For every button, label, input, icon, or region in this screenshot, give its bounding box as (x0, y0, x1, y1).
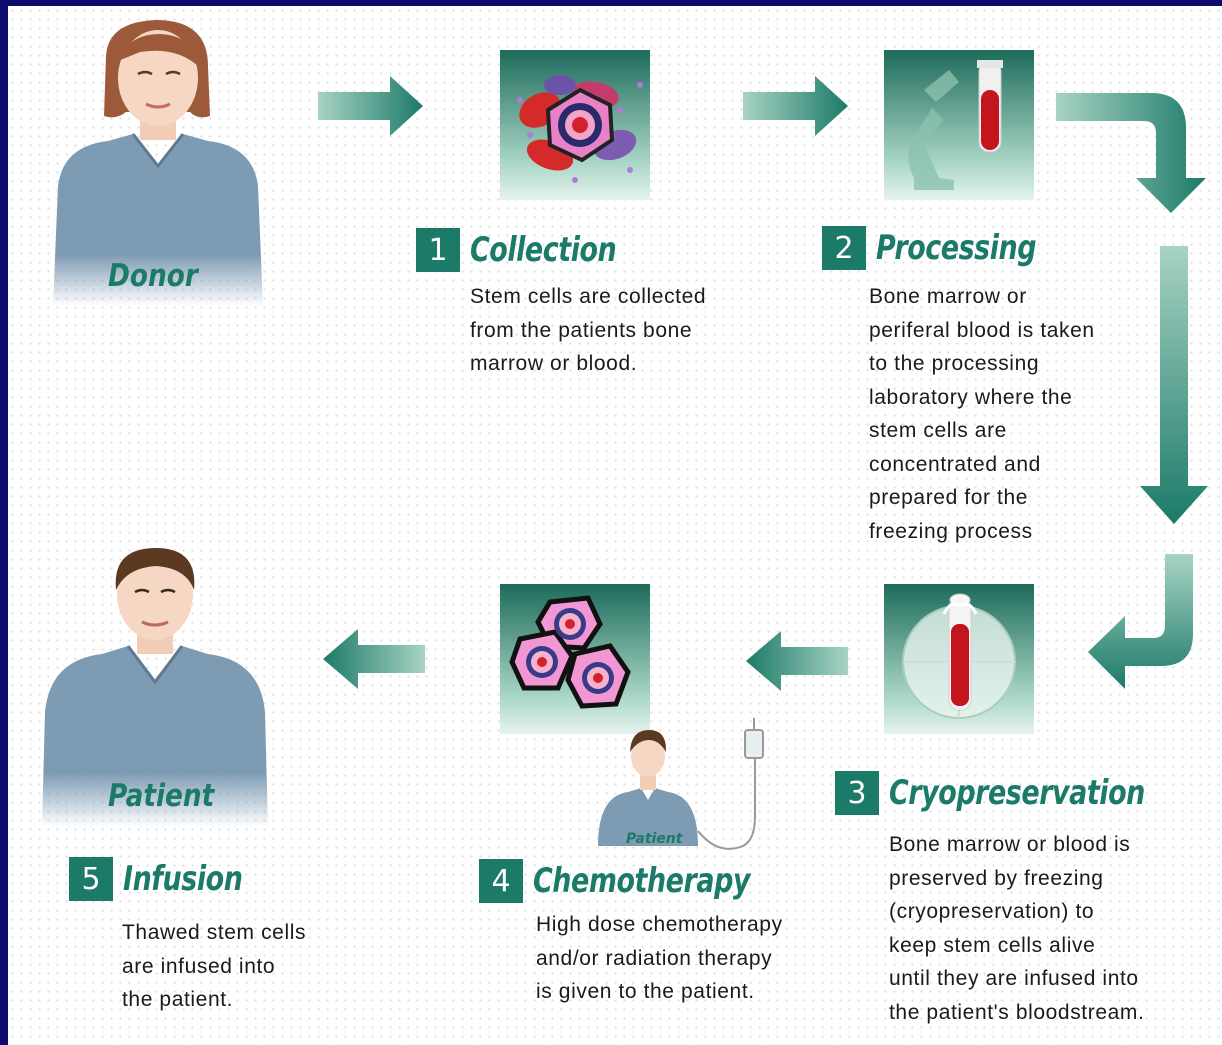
step-2-line: concentrated and (869, 448, 1095, 482)
step-4-line: High dose chemotherapy (536, 908, 783, 942)
iv-drip-patient-icon (593, 716, 783, 866)
step-1-line: marrow or blood. (470, 347, 706, 381)
step-4-description: High dose chemotherapy and/or radiation … (536, 908, 783, 1009)
step-5-heading: 5 Infusion (69, 857, 259, 901)
step-5-number: 5 (69, 857, 113, 901)
step-5-line: are infused into (122, 950, 306, 984)
step-3-heading: 3 Cryopreservation (835, 771, 1180, 815)
step-2-line: stem cells are (869, 414, 1095, 448)
step-5-line: the patient. (122, 983, 306, 1017)
step-4-number: 4 (479, 859, 523, 903)
donor-label: Donor (108, 258, 198, 294)
stem-cells-icon (500, 50, 650, 200)
patient-label: Patient (108, 778, 214, 814)
step-4-title: Chemotherapy (533, 861, 750, 901)
step-1-heading: 1 Collection (416, 228, 636, 272)
arrow-right-icon (743, 76, 853, 136)
step-2-line: periferal blood is taken (869, 314, 1095, 348)
step-3-number: 3 (835, 771, 879, 815)
step-1-line: Stem cells are collected (470, 280, 706, 314)
arrow-left-icon (743, 631, 848, 691)
step-4-heading: 4 Chemotherapy (479, 859, 780, 903)
step-2-line: freezing process (869, 515, 1095, 549)
step-3-line: (cryopreservation) to (889, 895, 1144, 929)
step-2-description: Bone marrow or periferal blood is taken … (869, 280, 1095, 548)
arrow-left-icon (320, 629, 425, 689)
step-2-line: laboratory where the (869, 381, 1095, 415)
frozen-vial-icon (884, 584, 1034, 734)
step-5-title: Infusion (123, 859, 242, 899)
chemo-patient-label: Patient (626, 831, 682, 847)
step-2-line: to the processing (869, 347, 1095, 381)
step-2-number: 2 (822, 226, 866, 270)
cells-icon (500, 584, 650, 734)
step-1-number: 1 (416, 228, 460, 272)
step-1-line: from the patients bone (470, 314, 706, 348)
step-2-title: Processing (876, 228, 1036, 268)
step-1-title: Collection (470, 230, 616, 270)
step-4-line: and/or radiation therapy (536, 942, 783, 976)
step-3-line: the patient's bloodstream. (889, 996, 1144, 1030)
step-3-description: Bone marrow or blood is preserved by fre… (889, 828, 1144, 1029)
step-3-line: Bone marrow or blood is (889, 828, 1144, 862)
step-3-line: until they are infused into (889, 962, 1144, 996)
step-5-description: Thawed stem cells are infused into the p… (122, 916, 306, 1017)
stem-cell-transplant-diagram: Donor (8, 6, 1222, 1045)
arrow-right-icon (318, 76, 428, 136)
step-2-line: Bone marrow or (869, 280, 1095, 314)
arrow-curve-down-icon (1056, 88, 1211, 218)
step-2-line: prepared for the (869, 481, 1095, 515)
arrow-down-icon (1140, 246, 1210, 526)
step-3-line: preserved by freezing (889, 862, 1144, 896)
step-1-description: Stem cells are collected from the patien… (470, 280, 706, 381)
arrow-curve-left-icon (1083, 554, 1198, 694)
step-4-line: is given to the patient. (536, 975, 783, 1009)
step-3-title: Cryopreservation (889, 773, 1145, 813)
step-3-line: keep stem cells alive (889, 929, 1144, 963)
step-2-heading: 2 Processing (822, 226, 1058, 270)
microscope-test-tube-icon (884, 50, 1034, 200)
step-5-line: Thawed stem cells (122, 916, 306, 950)
